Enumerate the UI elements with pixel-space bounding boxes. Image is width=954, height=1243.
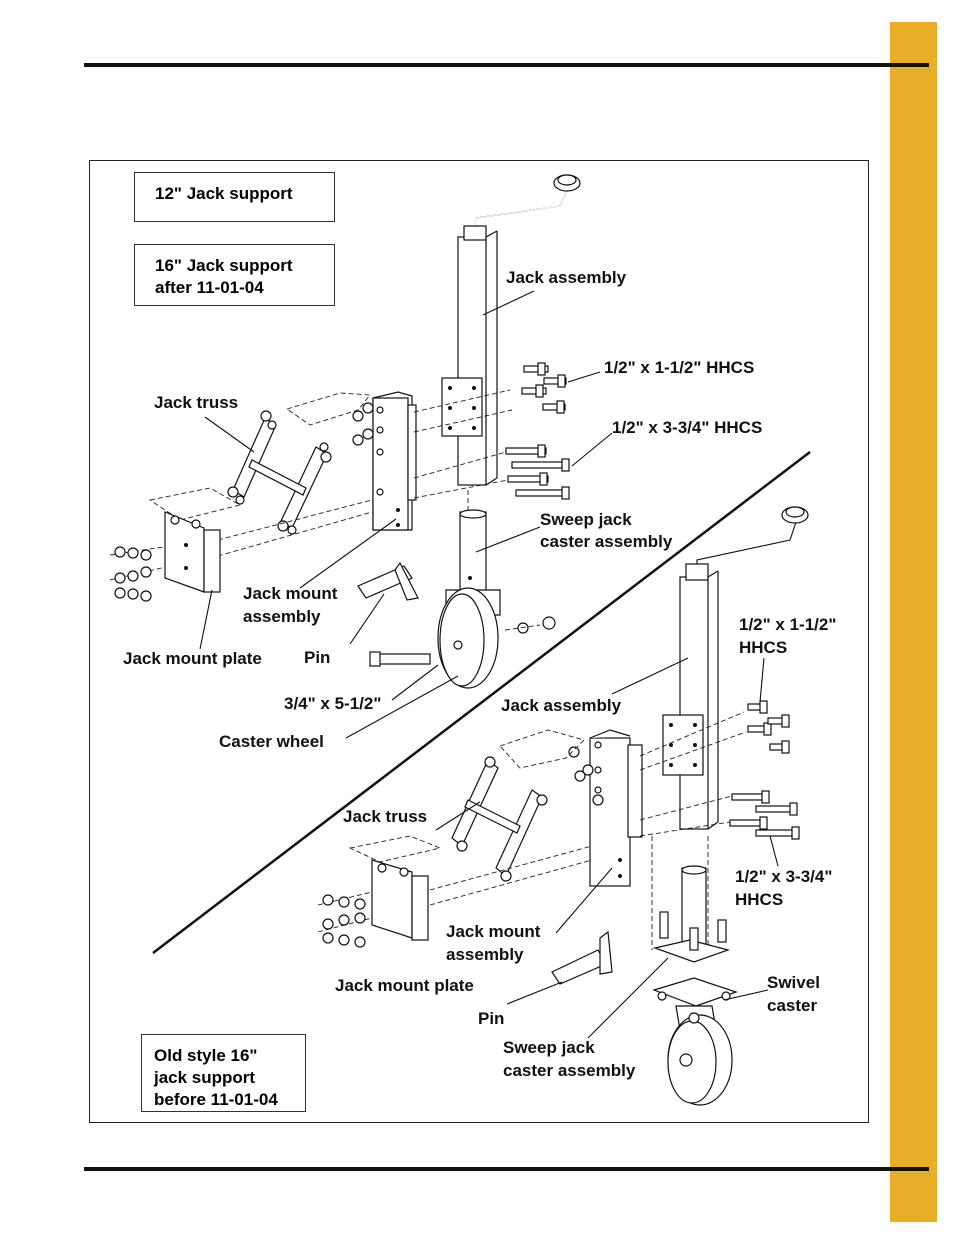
sweep-jack-caster-top — [437, 509, 556, 689]
label-caster-wheel: Caster wheel — [219, 732, 324, 751]
label-hhcs-short-top: 1/2" x 1-1/2" HHCS — [604, 358, 754, 377]
label-hhcs-long-bottom-line2: HHCS — [735, 890, 783, 909]
jack-mount-assembly-top — [372, 391, 417, 531]
section-tab — [890, 22, 937, 1222]
bolt-34-top — [369, 651, 431, 667]
label-jack-mount-plate-bottom: Jack mount plate — [335, 976, 474, 995]
label-jack-assembly-bottom: Jack assembly — [501, 696, 622, 715]
label-pin-bottom: Pin — [478, 1009, 504, 1028]
label-hhcs-short-bottom-line2: HHCS — [739, 638, 787, 657]
nuts-top-right — [352, 402, 374, 446]
label-sweep-bottom-line2: caster assembly — [503, 1061, 636, 1080]
jack-truss-top — [227, 410, 332, 535]
label-hhcs-short-bottom-line1: 1/2" x 1-1/2" — [739, 615, 836, 634]
label-pin-top: Pin — [304, 648, 330, 667]
label-jack-truss-top: Jack truss — [154, 393, 238, 412]
swivel-caster-bottom — [652, 977, 738, 1106]
nuts-bottom-right — [568, 746, 604, 806]
label-jack-mount-assembly-bottom-line1: Jack mount — [446, 922, 541, 941]
bolts-long-bottom — [729, 790, 800, 840]
nuts-left-top — [114, 546, 152, 602]
jack-mount-plate-top — [164, 511, 221, 593]
label-bolt-34: 3/4" x 5-1/2" — [284, 694, 381, 713]
footer-rule — [84, 1167, 929, 1171]
jack-mount-plate-bottom — [371, 859, 429, 941]
nuts-left-bottom — [322, 894, 366, 948]
divider-line — [152, 451, 811, 954]
jack-mount-assembly-bottom — [589, 729, 643, 887]
bolts-long-top — [505, 444, 570, 500]
label-box-16-jack-support: 16" Jack support after 11-01-04 — [134, 244, 335, 306]
label-jack-mount-plate-top: Jack mount plate — [123, 649, 262, 668]
label-jack-truss-bottom: Jack truss — [343, 807, 427, 826]
sweep-jack-caster-bottom — [652, 865, 731, 963]
label-sweep-top-line2: caster assembly — [540, 532, 673, 551]
label-jack-mount-assembly-bottom-line2: assembly — [446, 945, 524, 964]
bolts-short-top — [521, 362, 567, 414]
bolts-short-bottom — [747, 700, 790, 754]
label-sweep-bottom-line1: Sweep jack — [503, 1038, 595, 1057]
jack-truss-bottom — [451, 756, 548, 882]
label-hhcs-long-bottom-line1: 1/2" x 3-3/4" — [735, 867, 832, 886]
label-jack-mount-assembly-top-line2: assembly — [243, 607, 321, 626]
label-swivel-caster-line1: Swivel — [767, 973, 820, 992]
leader-lines — [199, 290, 779, 1039]
label-swivel-caster-line2: caster — [767, 996, 817, 1015]
jack-assembly-top — [441, 174, 581, 486]
pin-bottom — [551, 930, 613, 985]
pin-top — [357, 561, 419, 601]
label-jack-mount-assembly-top-line1: Jack mount — [243, 584, 338, 603]
label-sweep-top-line1: Sweep jack — [540, 510, 632, 529]
label-box-12-jack-support: 12" Jack support — [134, 172, 335, 222]
jack-assembly-bottom — [662, 506, 809, 830]
label-box-old-style: Old style 16" jack support before 11-01-… — [141, 1034, 306, 1112]
figure-frame — [89, 160, 869, 1123]
label-hhcs-long-top: 1/2" x 3-3/4" HHCS — [612, 418, 762, 437]
label-jack-assembly-top: Jack assembly — [506, 268, 627, 287]
header-rule — [84, 63, 929, 67]
